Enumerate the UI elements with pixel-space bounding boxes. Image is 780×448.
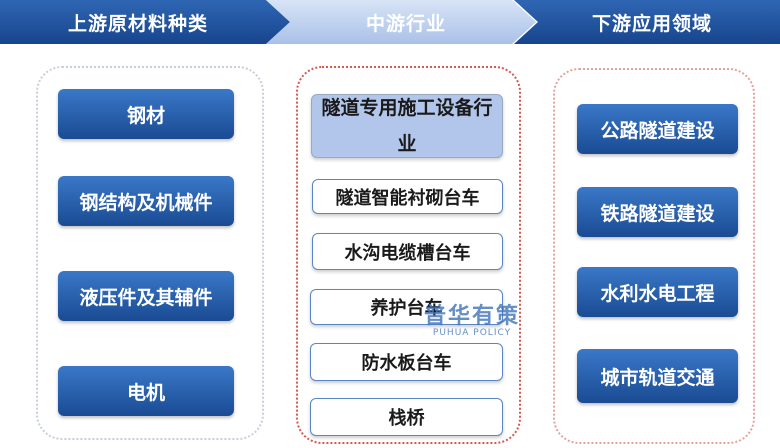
- watermark-en: PUHUA POLICY: [432, 328, 512, 338]
- upstream-item-motor: 电机: [58, 366, 234, 416]
- upstream-item-hydraulic-parts: 液压件及其辅件: [58, 271, 234, 321]
- upstream-item-steel: 钢材: [58, 89, 234, 139]
- midstream-highlight: 隧道专用施工设备行业: [311, 94, 503, 158]
- header-midstream: 中游行业: [266, 0, 536, 44]
- header-upstream: 上游原材料种类: [0, 0, 290, 44]
- downstream-item-hydropower: 水利水电工程: [577, 267, 738, 317]
- downstream-panel: [553, 68, 755, 444]
- midstream-panel: [296, 66, 521, 444]
- watermark-cn: 普华有策: [424, 304, 521, 329]
- downstream-item-railway-tunnel: 铁路隧道建设: [577, 187, 738, 237]
- midstream-item-trestle: 栈桥: [310, 398, 503, 436]
- midstream-item-waterproof-board-trolley: 防水板台车: [310, 343, 503, 381]
- downstream-item-urban-rail: 城市轨道交通: [577, 349, 738, 403]
- downstream-item-highway-tunnel: 公路隧道建设: [577, 104, 738, 154]
- upstream-item-steel-structure: 钢结构及机械件: [58, 176, 234, 226]
- midstream-item-curing-trolley: 养护台车: [310, 289, 503, 325]
- midstream-item-lining-trolley: 隧道智能衬砌台车: [312, 179, 503, 214]
- watermark: 普华有策 PUHUA POLICY: [424, 298, 520, 338]
- upstream-panel: [36, 66, 264, 440]
- midstream-item-cable-trench-trolley: 水沟电缆槽台车: [312, 233, 503, 270]
- header-downstream: 下游应用领域: [514, 0, 780, 44]
